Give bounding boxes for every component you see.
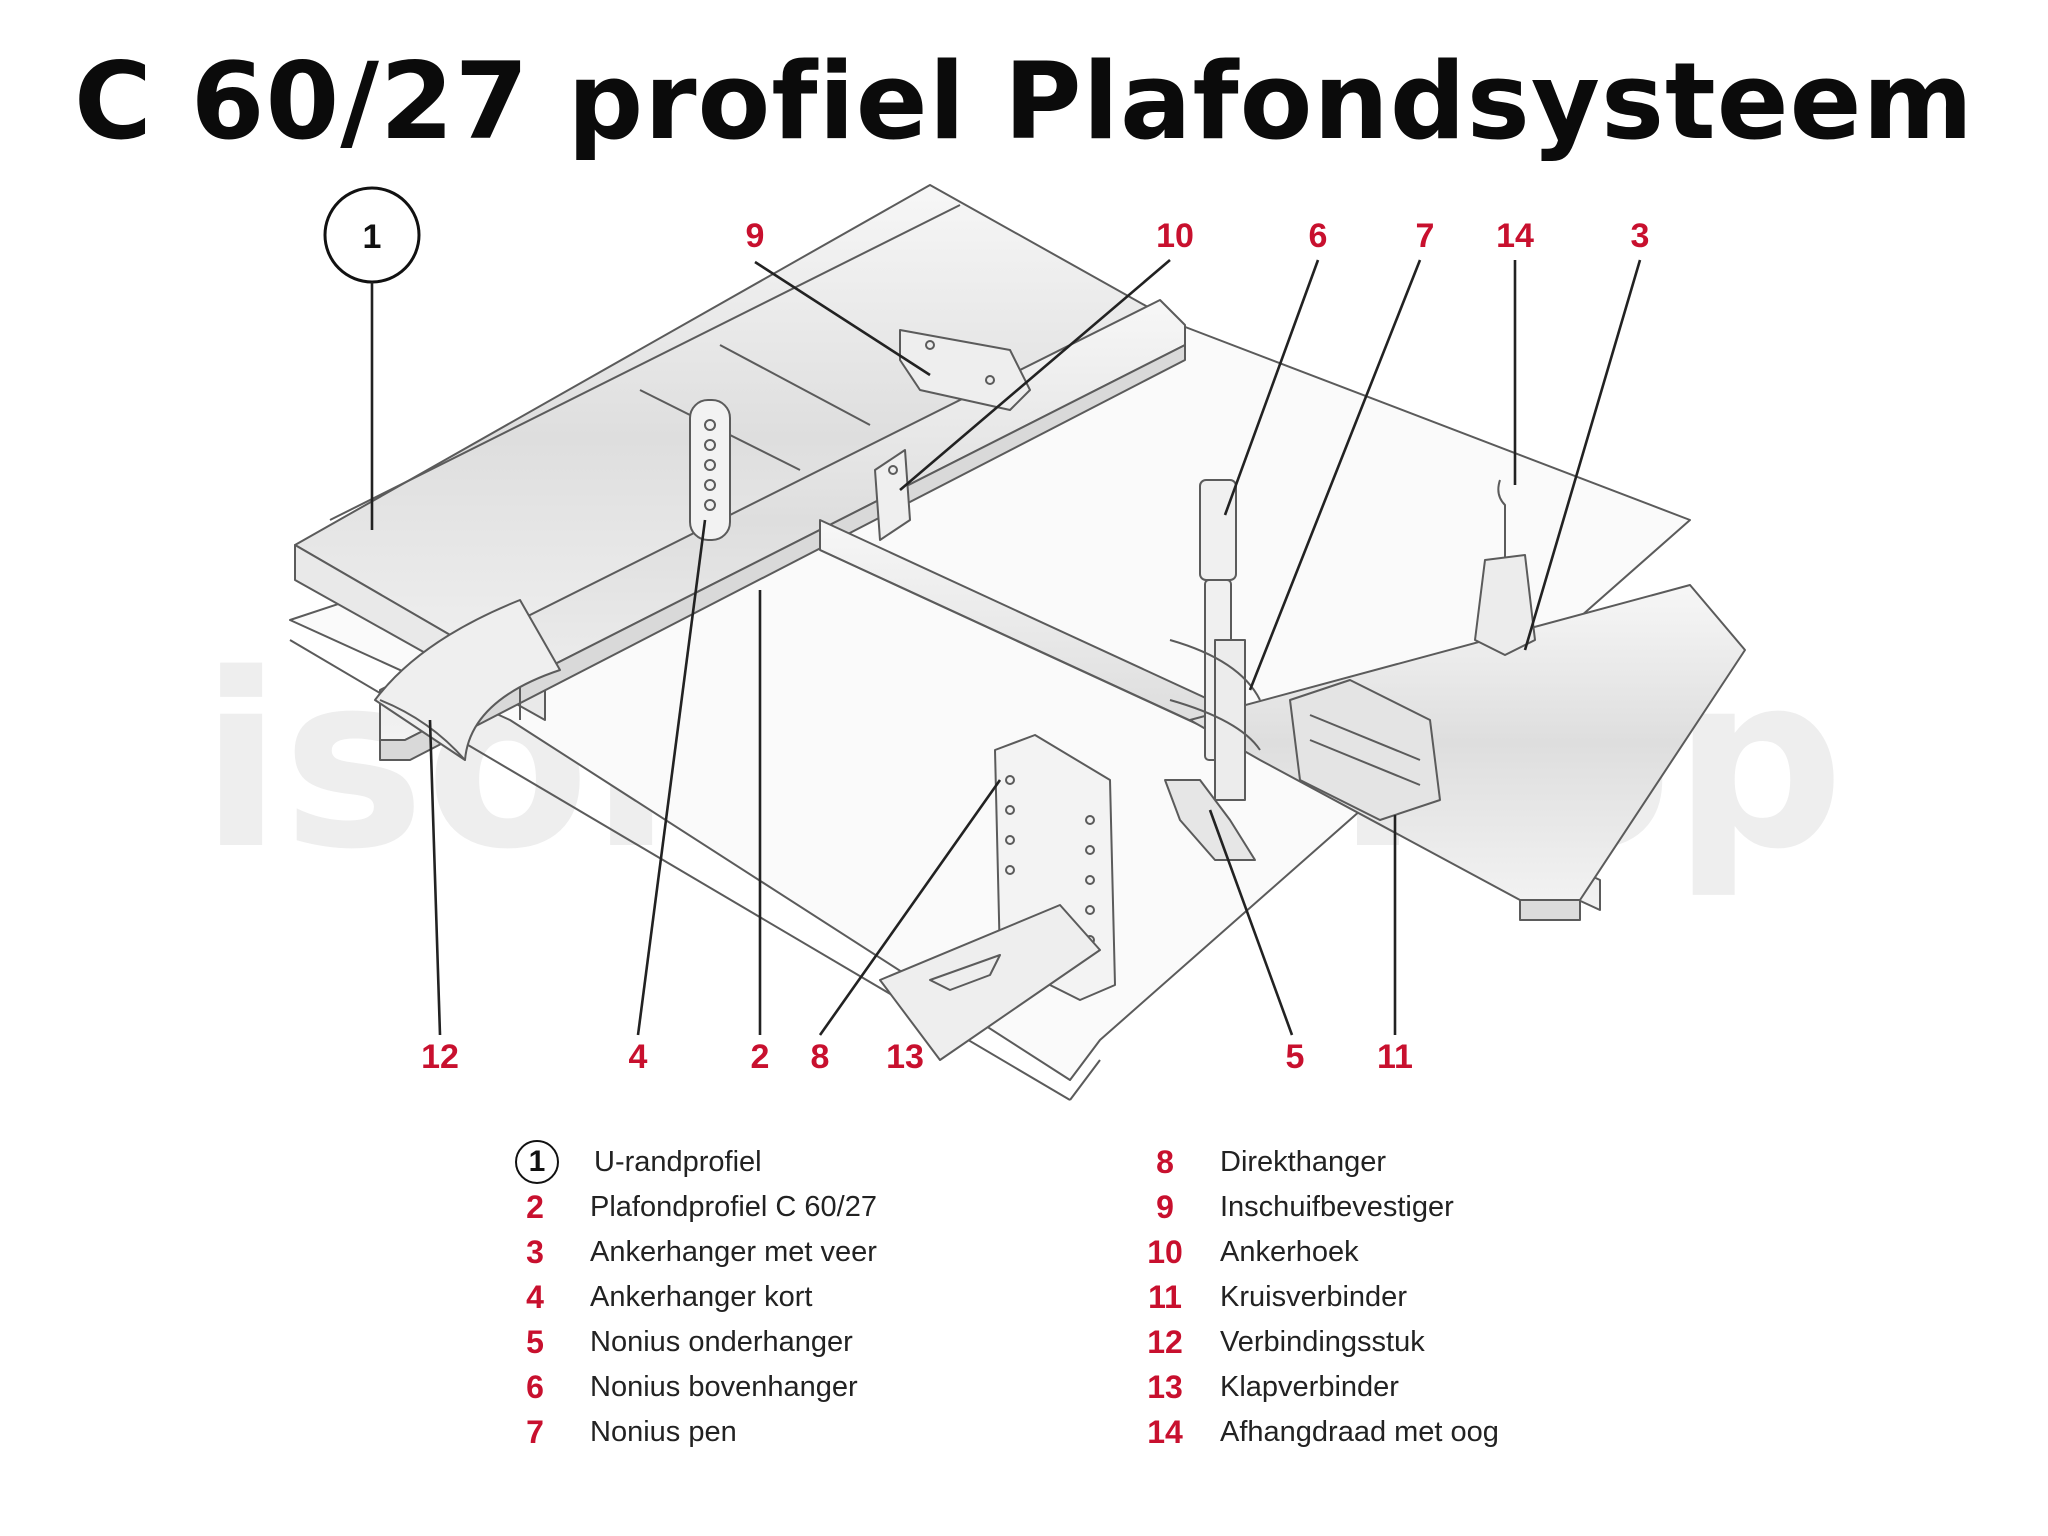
legend-label: Plafondprofiel C 60/27 [590, 1190, 877, 1223]
callout-7: 7 [1416, 217, 1435, 255]
legend-item: 3 Ankerhanger met veer [510, 1230, 877, 1274]
anchor-angle [874, 449, 911, 541]
legend-number: 13 [1147, 1368, 1183, 1405]
legend-label: Nonius onderhanger [590, 1325, 853, 1358]
legend-number: 11 [1148, 1278, 1182, 1315]
legend-number: 12 [1147, 1323, 1183, 1360]
legend-number: 4 [526, 1278, 544, 1315]
cross-connector [1289, 679, 1441, 821]
legend-label: Direkthanger [1220, 1145, 1387, 1178]
callout-6: 6 [1309, 217, 1328, 255]
legend-item: 13 Klapverbinder [1140, 1365, 1399, 1409]
callout-3: 3 [1631, 217, 1650, 255]
legend-item: 12 Verbindingsstuk [1140, 1320, 1425, 1364]
legend-item: 9 Inschuifbevestiger [1140, 1185, 1454, 1229]
legend-item: 2 Plafondprofiel C 60/27 [510, 1185, 877, 1229]
legend-number: 7 [526, 1413, 544, 1450]
legend-number: 1 [515, 1140, 559, 1184]
ceiling-profile-c60 [379, 299, 1186, 761]
callout-2: 2 [751, 1038, 770, 1076]
legend-item: 8 Direkthanger [1140, 1140, 1386, 1184]
legend-label: Inschuifbevestiger [1220, 1190, 1454, 1223]
callout-1: 1 [363, 218, 382, 256]
legend-label: Verbindingsstuk [1220, 1325, 1425, 1358]
legend-label: Klapverbinder [1220, 1370, 1399, 1403]
legend: 1 U-randprofiel 2 Plafondprofiel C 60/27… [510, 1140, 1610, 1470]
callout-9: 9 [746, 217, 765, 255]
legend-label: U-randprofiel [594, 1145, 762, 1178]
insert-fastener [899, 329, 1031, 411]
page-title: C 60/27 profiel Plafondsysteem [74, 40, 1974, 163]
callout-12: 12 [421, 1038, 459, 1076]
callout-13: 13 [886, 1038, 924, 1076]
legend-label: Ankerhoek [1220, 1235, 1359, 1268]
legend-label: Ankerhanger kort [590, 1280, 813, 1313]
legend-number: 9 [1156, 1188, 1174, 1225]
legend-item: 11 Kruisverbinder [1140, 1275, 1407, 1319]
connector-piece [374, 599, 561, 761]
legend-label: Nonius bovenhanger [590, 1370, 858, 1403]
legend-item: 6 Nonius bovenhanger [510, 1365, 858, 1409]
callout-5: 5 [1286, 1038, 1305, 1076]
callout-14: 14 [1496, 217, 1534, 255]
legend-label: Ankerhanger met veer [590, 1235, 877, 1268]
legend-number: 6 [526, 1368, 544, 1405]
legend-item: 7 Nonius pen [510, 1410, 737, 1454]
legend-number: 14 [1147, 1413, 1183, 1450]
leader-lines [370, 259, 1642, 1036]
callout-numbers: 1 9 10 6 7 14 3 12 4 2 8 13 5 11 [363, 217, 1650, 1076]
callout-11: 11 [1377, 1038, 1413, 1076]
legend-label: Kruisverbinder [1220, 1280, 1407, 1313]
callout-4: 4 [629, 1038, 648, 1076]
legend-number: 3 [526, 1233, 544, 1270]
legend-item: 4 Ankerhanger kort [510, 1275, 812, 1319]
legend-item: 10 Ankerhoek [1140, 1230, 1359, 1274]
legend-item: 1 U-randprofiel [510, 1140, 762, 1184]
legend-number: 10 [1147, 1233, 1183, 1270]
legend-number: 2 [526, 1188, 544, 1225]
spring-anchor-hanger [1474, 479, 1536, 656]
callout-10: 10 [1156, 217, 1194, 255]
callout-8: 8 [811, 1038, 830, 1076]
nonius-hanger [1164, 479, 1261, 861]
board-edge-corner [1069, 1059, 1101, 1101]
legend-item: 14 Afhangdraad met oog [1140, 1410, 1499, 1454]
legend-label: Nonius pen [590, 1415, 737, 1448]
anchor-hanger-short [689, 399, 731, 541]
legend-item: 5 Nonius onderhanger [510, 1320, 853, 1364]
main-profile-right [1189, 584, 1746, 921]
legend-label: Afhangdraad met oog [1220, 1415, 1499, 1448]
legend-number: 5 [526, 1323, 544, 1360]
legend-number: 8 [1156, 1143, 1174, 1180]
clip-connector [879, 904, 1101, 1061]
